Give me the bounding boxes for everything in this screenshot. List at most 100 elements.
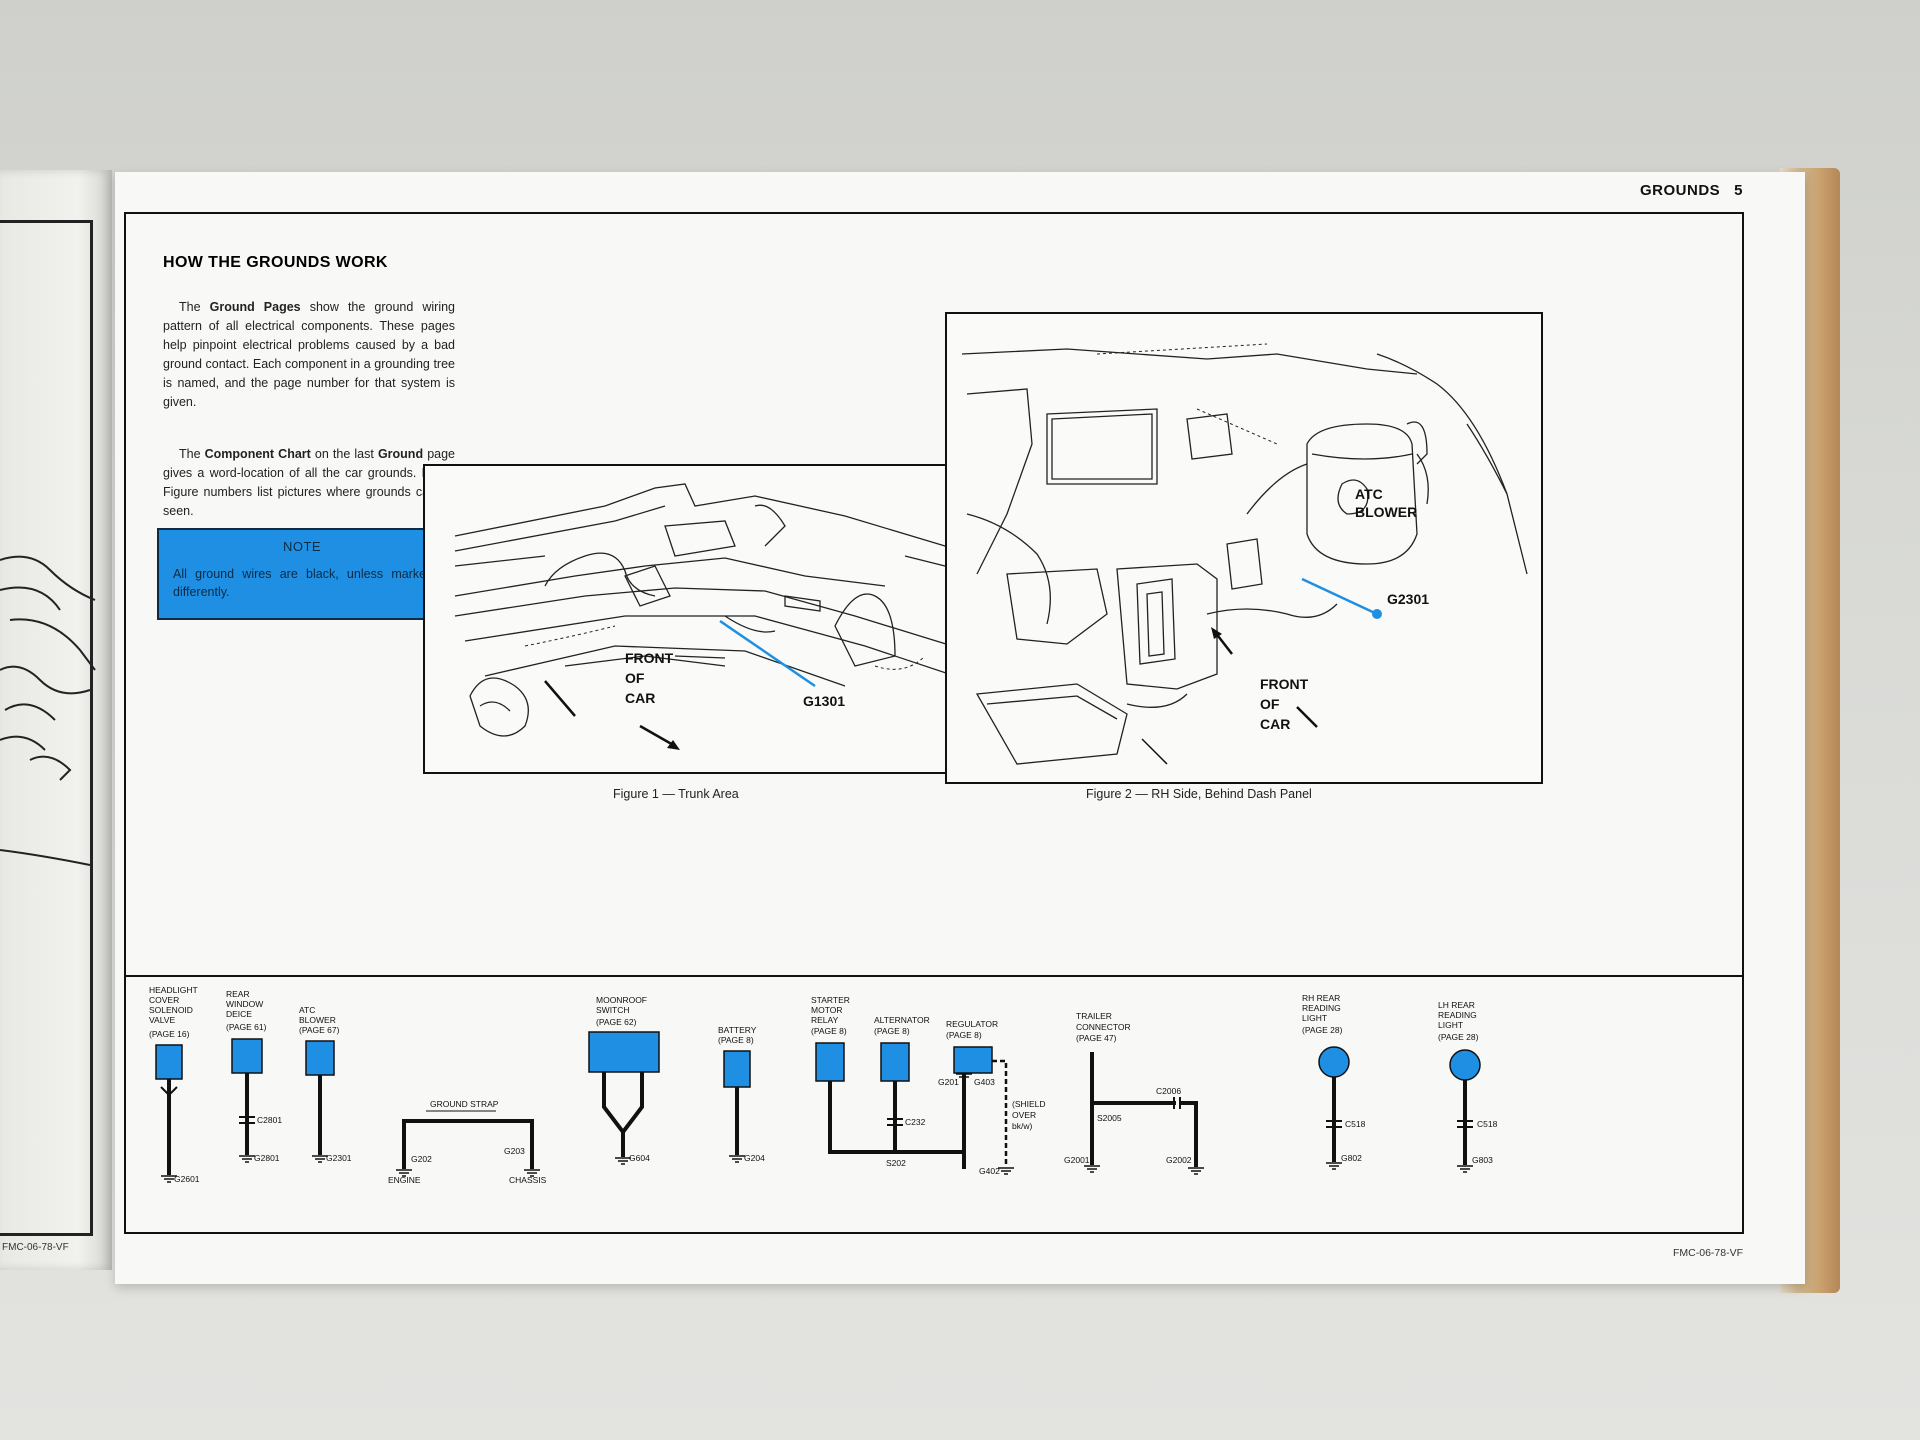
regulator-left-ground: G201: [938, 1077, 959, 1087]
fig2-blower-line1: ATC: [1355, 486, 1383, 502]
figure-2-rh-side: ATC BLOWER G2301 FRONT OF CAR: [945, 312, 1543, 784]
headlight-cover-tree: HEADLIGHT COVER SOLENOID VALVE (PAGE 16)…: [149, 985, 200, 1184]
fig2-front-line1: FRONT: [1260, 676, 1309, 692]
fig1-front-line1: FRONT: [625, 650, 674, 666]
lh-rear-page: (PAGE 28): [1438, 1032, 1479, 1042]
p1-post: show the ground wiring pattern of all el…: [163, 300, 456, 409]
lh-rear-line1: LH REAR: [1438, 1000, 1475, 1010]
section-divider: [126, 975, 1742, 977]
alternator-splice: S202: [886, 1158, 906, 1168]
headlight-line3: SOLENOID: [149, 1005, 193, 1015]
footer-code: FMC-06-78-VF: [1672, 1247, 1743, 1259]
page-frame: HOW THE GROUNDS WORK The Ground Pages sh…: [124, 212, 1744, 1234]
headlight-line2: COVER: [149, 995, 179, 1005]
moonroof-ground: G604: [629, 1153, 650, 1163]
atc-page: (PAGE 67): [299, 1025, 340, 1035]
intro-paragraph: The Ground Pages show the ground wiring …: [163, 298, 455, 412]
rh-rear-line2: READING: [1302, 1003, 1341, 1013]
regulator-shield-line2: OVER: [1012, 1110, 1036, 1120]
strap-right-ground: G203: [504, 1146, 525, 1156]
strap-left-label: ENGINE: [388, 1175, 421, 1185]
regulator-line1: REGULATOR: [946, 1019, 998, 1029]
moonroof-page: (PAGE 62): [596, 1017, 637, 1027]
p1-bold: Ground Pages: [209, 300, 301, 314]
lh-rear-line3: LIGHT: [1438, 1020, 1463, 1030]
ground-strap-tree: GROUND STRAP G202 G203 ENGINE CHASSIS: [388, 1099, 547, 1185]
starter-line2: MOTOR: [811, 1005, 842, 1015]
left-page-illustration: [0, 555, 96, 866]
starter-line3: RELAY: [811, 1015, 839, 1025]
section-title: GROUNDS: [1639, 182, 1721, 199]
fig1-front-line2: OF: [625, 670, 645, 686]
trunk-drawing: FRONT OF CAR G1301: [454, 483, 1016, 750]
figure-2-caption: Figure 2 — RH Side, Behind Dash Panel: [1086, 787, 1312, 801]
starter-page: (PAGE 8): [811, 1026, 847, 1036]
rh-rear-page: (PAGE 28): [1302, 1025, 1343, 1035]
p2-pre: The: [179, 447, 205, 461]
lh-rear-reading-light-tree: LH REAR READING LIGHT (PAGE 28) C518 G80…: [1438, 1000, 1498, 1165]
atc-line1: ATC: [299, 1005, 315, 1015]
rear-window-connector: C2801: [257, 1115, 282, 1125]
lh-rear-line2: READING: [1438, 1010, 1477, 1020]
fig2-ground-dot: [1372, 609, 1382, 619]
trailer-line1: TRAILER: [1076, 1011, 1112, 1021]
page-heading: HOW THE GROUNDS WORK: [163, 254, 388, 271]
rear-window-line3: DEICE: [226, 1009, 252, 1019]
trailer-left-ground: G2001: [1064, 1155, 1090, 1165]
strap-title: GROUND STRAP: [430, 1099, 499, 1109]
battery-page: (PAGE 8): [718, 1035, 754, 1045]
regulator-bottom-ground: G402: [979, 1166, 1000, 1176]
regulator-shield-line1: (SHIELD: [1012, 1099, 1046, 1109]
p2-post: page gives a word-location of all the ca…: [163, 447, 455, 518]
note-box: NOTE All ground wires are black, unless …: [157, 528, 447, 620]
alternator-line1: ALTERNATOR: [874, 1015, 930, 1025]
p1-pre: The: [179, 300, 210, 314]
rear-window-line2: WINDOW: [226, 999, 263, 1009]
regulator-tree: REGULATOR (PAGE 8) G201 G403 (SHIELD OVE…: [938, 1019, 1046, 1176]
note-title: NOTE: [282, 539, 322, 554]
fig2-ground-pointer: [1301, 577, 1378, 616]
ground-schematics: HEADLIGHT COVER SOLENOID VALVE (PAGE 16)…: [149, 985, 1498, 1185]
rear-window-deice-tree: REAR WINDOW DEICE (PAGE 61) C2801 G2801: [226, 989, 282, 1163]
atc-ground: G2301: [326, 1153, 352, 1163]
trailer-page: (PAGE 47): [1076, 1033, 1117, 1043]
headlight-page: (PAGE 16): [149, 1029, 190, 1039]
fig2-blower-line2: BLOWER: [1355, 504, 1417, 520]
atc-line2: BLOWER: [299, 1015, 336, 1025]
alternator-page: (PAGE 8): [874, 1026, 910, 1036]
headlight-line4: VALVE: [149, 1015, 175, 1025]
page-number: 5: [1734, 182, 1743, 199]
rh-rear-line1: RH REAR: [1302, 993, 1340, 1003]
regulator-right-ground: G403: [974, 1077, 995, 1087]
trailer-right-ground: G2002: [1166, 1155, 1192, 1165]
manual-page: GROUNDS 5 HOW THE GROUNDS WORK The Ground…: [115, 172, 1805, 1284]
lh-rear-ground: G803: [1472, 1155, 1493, 1165]
p2-mid: on the last: [310, 447, 378, 461]
dash-drawing: ATC BLOWER G2301 FRONT OF CAR: [961, 343, 1528, 765]
moonroof-line2: SWITCH: [596, 1005, 630, 1015]
fig1-ground-pointer: [719, 619, 816, 688]
trailer-splice: S2005: [1097, 1113, 1122, 1123]
rh-rear-connector: C518: [1345, 1119, 1366, 1129]
regulator-page: (PAGE 8): [946, 1030, 982, 1040]
strap-left-ground: G202: [411, 1154, 432, 1164]
left-page: FMC-06-78-VF: [0, 170, 112, 1270]
starter-line1: STARTER: [811, 995, 850, 1005]
moonroof-switch-tree: MOONROOF SWITCH (PAGE 62) G604: [588, 995, 660, 1163]
headlight-line1: HEADLIGHT: [149, 985, 198, 995]
battery-line1: BATTERY: [718, 1025, 757, 1035]
rh-rear-reading-light-tree: RH REAR READING LIGHT (PAGE 28) C518 G80…: [1302, 993, 1366, 1163]
p2-bold1: Component Chart: [204, 447, 311, 461]
moonroof-line1: MOONROOF: [596, 995, 647, 1005]
fig2-front-line3: CAR: [1260, 716, 1290, 732]
battery-tree: BATTERY (PAGE 8) G204: [718, 1025, 765, 1163]
rear-window-line1: REAR: [226, 989, 250, 999]
starter-relay-tree: STARTER MOTOR RELAY (PAGE 8): [811, 995, 850, 1082]
rh-rear-line3: LIGHT: [1302, 1013, 1327, 1023]
headlight-ground: G2601: [174, 1174, 200, 1184]
alternator-connector: C232: [905, 1117, 926, 1127]
left-page-code: FMC-06-78-VF: [2, 1242, 69, 1253]
regulator-shield-line3: bk/w): [1012, 1121, 1032, 1131]
left-page-border: [0, 220, 93, 1236]
battery-ground: G204: [744, 1153, 765, 1163]
